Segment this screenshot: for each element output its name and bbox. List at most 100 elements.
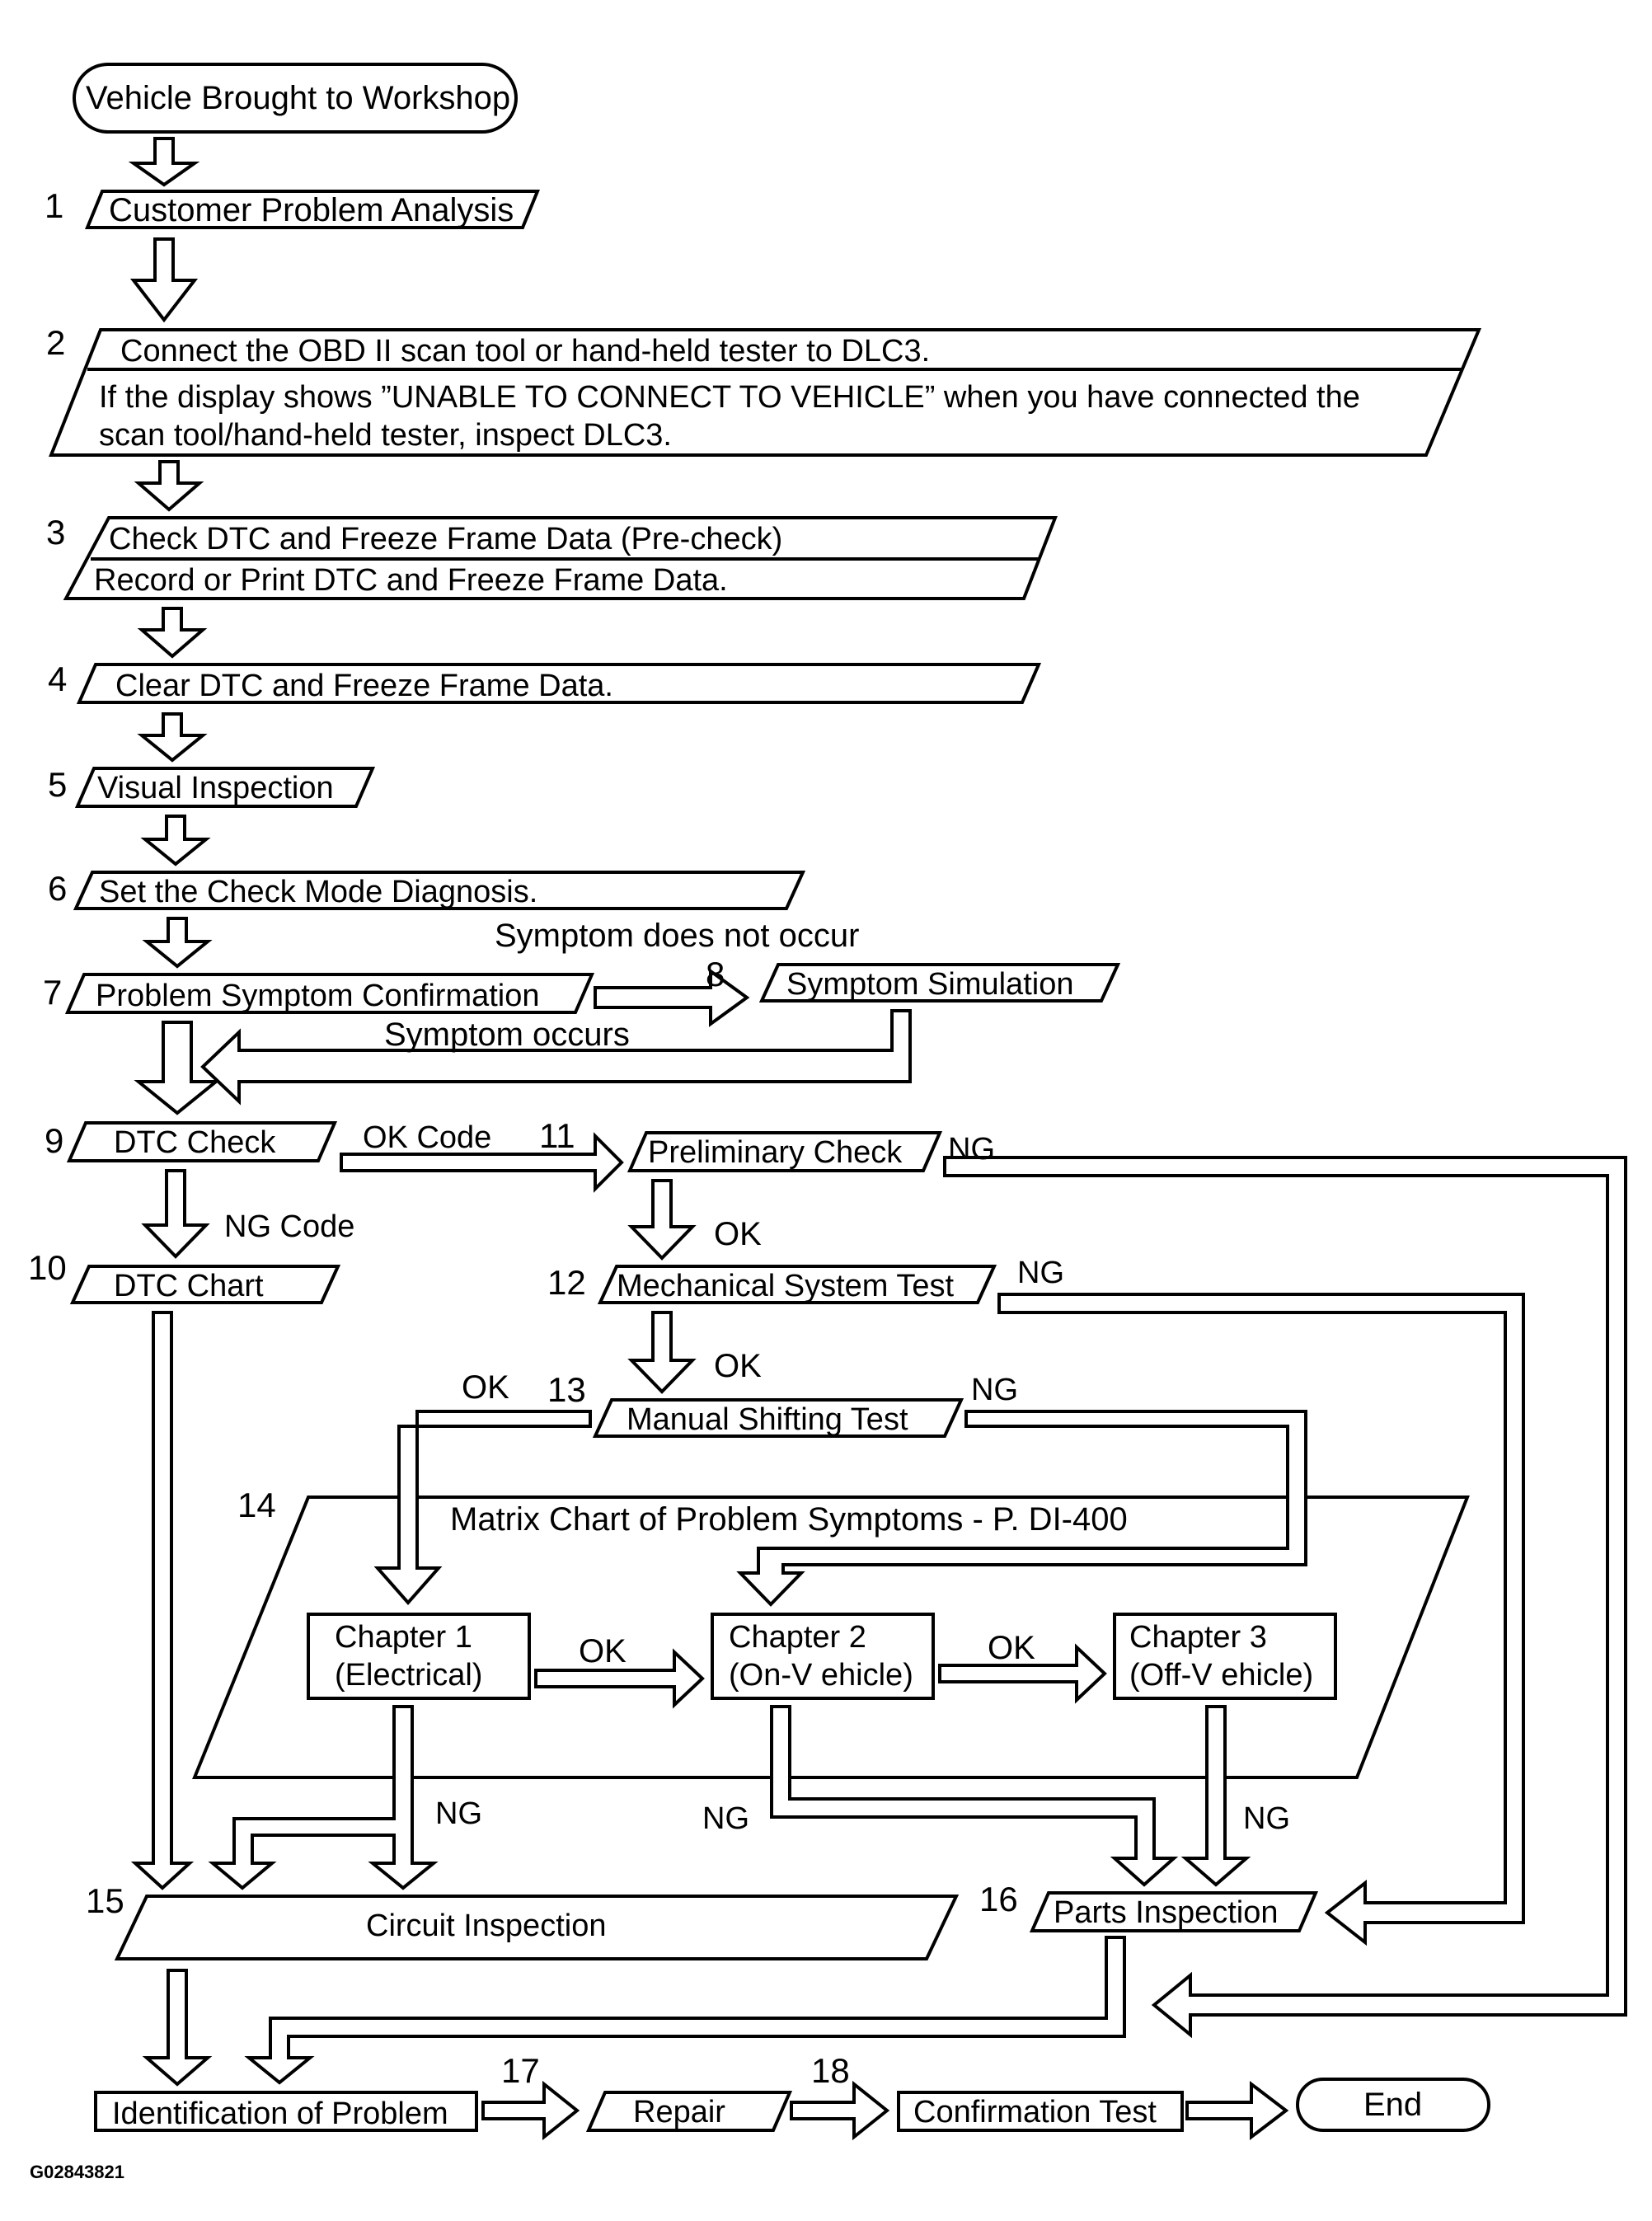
chapter-3-line2: (Off-V ehicle) [1129,1658,1313,1693]
step-15-box [114,1895,960,1960]
step-6-label: Set the Check Mode Diagnosis. [99,875,537,909]
step-12-label: Mechanical System Test [617,1269,954,1303]
step-17-label: Repair [633,2095,725,2129]
step-2-number: 2 [46,323,65,362]
step-2-line2: If the display shows ”UNABLE TO CONNECT … [99,380,1360,415]
step-9-number: 9 [45,1121,63,1160]
chapter-1-box [307,1613,531,1700]
arrow-18-to-end [1185,2080,1289,2141]
step-11-label: Preliminary Check [648,1135,903,1170]
arrow-13-ok [373,1410,592,1606]
step-18-number: 18 [811,2051,850,2090]
step-6-number: 6 [48,869,67,908]
step-11-number: 11 [539,1116,575,1155]
step-13-number: 13 [547,1370,586,1409]
arrow-3-to-4 [137,607,208,659]
step-2-line1: Connect the OBD II scan tool or hand-hel… [120,334,930,369]
step-11-ng-label: NG [948,1132,995,1167]
chapter-3-line1: Chapter 3 [1129,1620,1267,1655]
step-8-label: Symptom Simulation [786,967,1073,1002]
step-11-box [627,1131,943,1172]
step-3-line2: Record or Print DTC and Freeze Frame Dat… [94,563,728,598]
arrow-7-to-9 [134,1021,221,1115]
chapter-2-ng-label: NG [702,1801,749,1836]
chapter-2-ok-label: OK [988,1630,1035,1666]
chapter-2-box [711,1613,935,1700]
arrow-15-to-identification [142,1969,213,2087]
step-17-number: 17 [501,2051,540,2090]
step-14-number: 14 [237,1486,276,1524]
arrow-6-to-7 [142,917,213,969]
step-1-box [85,190,540,229]
step-18-label: Confirmation Test [913,2095,1157,2129]
chapter-1-ng-label: NG [435,1796,482,1831]
step-1-number: 1 [45,186,63,225]
arrow-16-to-identification [244,1936,1126,2085]
step-13-ok-label: OK [462,1369,509,1406]
step-8-box [758,963,1121,1003]
step-17-box [585,2091,793,2132]
step-4-label: Clear DTC and Freeze Frame Data. [115,669,613,703]
start-label: Vehicle Brought to Workshop [86,80,510,116]
step-7-label: Problem Symptom Confirmation [96,979,540,1013]
arrow-11-to-12 [627,1179,697,1261]
arrow-11-ng [943,1156,1627,2039]
arrow-2-to-3 [134,460,204,512]
arrow-8-return [200,1009,912,1106]
arrow-ch2-ng [770,1705,1179,1887]
figure-code: G02843821 [30,2162,124,2182]
step-3-number: 3 [46,513,65,552]
symptom-does-not-occur-label: Symptom does not occur [495,918,859,954]
arrow-ch2-to-ch3 [938,1643,1107,1704]
ng-code-label: NG Code [224,1209,354,1244]
step-18-box [897,2091,1184,2132]
chapter-1-line1: Chapter 1 [335,1620,472,1655]
step-12-ok-label: OK [714,1348,762,1384]
step-2-line3: scan tool/hand-held tester, inspect DLC3… [99,418,672,453]
step-7-box [64,973,595,1014]
chapter-2-line2: (On-V ehicle) [729,1658,913,1693]
step-6-box [73,871,806,910]
step-8-number: 8 [706,955,725,993]
step-5-number: 5 [48,765,67,804]
step-9-box [66,1121,338,1162]
arrow-1-to-2 [129,237,199,323]
step-2-box [49,328,1482,457]
arrow-9-to-10 [141,1169,210,1259]
step-14-label: Matrix Chart of Problem Symptoms - P. DI… [450,1501,1128,1538]
step-5-label: Visual Inspection [97,771,334,805]
arrow-17-to-18 [790,2080,890,2141]
step-4-number: 4 [48,660,67,698]
step-4-box [76,663,1042,704]
step-16-number: 16 [979,1880,1018,1918]
step-1-label: Customer Problem Analysis [109,192,514,228]
step-10-number: 10 [28,1248,67,1287]
step-3-line1: Check DTC and Freeze Frame Data (Pre-che… [109,522,782,556]
chapter-3-box [1113,1613,1337,1700]
arrow-identification-to-17 [481,2080,580,2141]
arrow-ch1-to-ch2 [534,1648,705,1709]
step-10-label: DTC Chart [114,1269,264,1303]
arrow-13-ng [736,1410,1307,1607]
identification-label: Identification of Problem [112,2097,448,2131]
chapter-2-line1: Chapter 2 [729,1620,866,1655]
arrow-10-to-15 [130,1311,195,1890]
step-9-label: DTC Check [114,1125,276,1160]
arrow-ch3-ng [1180,1705,1251,1887]
step-5-box [74,767,376,808]
identification-box [94,2091,478,2132]
step-12-ng-label: NG [1017,1256,1064,1290]
step-12-number: 12 [547,1263,586,1302]
start-terminal [73,63,518,134]
end-terminal [1296,2078,1490,2132]
arrow-5-to-6 [140,815,211,866]
arrow-12-to-13 [627,1311,697,1394]
end-label: End [1363,2087,1422,2123]
chapter-1-ok-label: OK [579,1633,627,1669]
step-13-ng-label: NG [971,1373,1018,1407]
step-10-box [69,1265,341,1304]
arrow-9-to-11 [340,1132,624,1193]
step-12-box [597,1265,997,1304]
step-13-box [592,1398,964,1438]
